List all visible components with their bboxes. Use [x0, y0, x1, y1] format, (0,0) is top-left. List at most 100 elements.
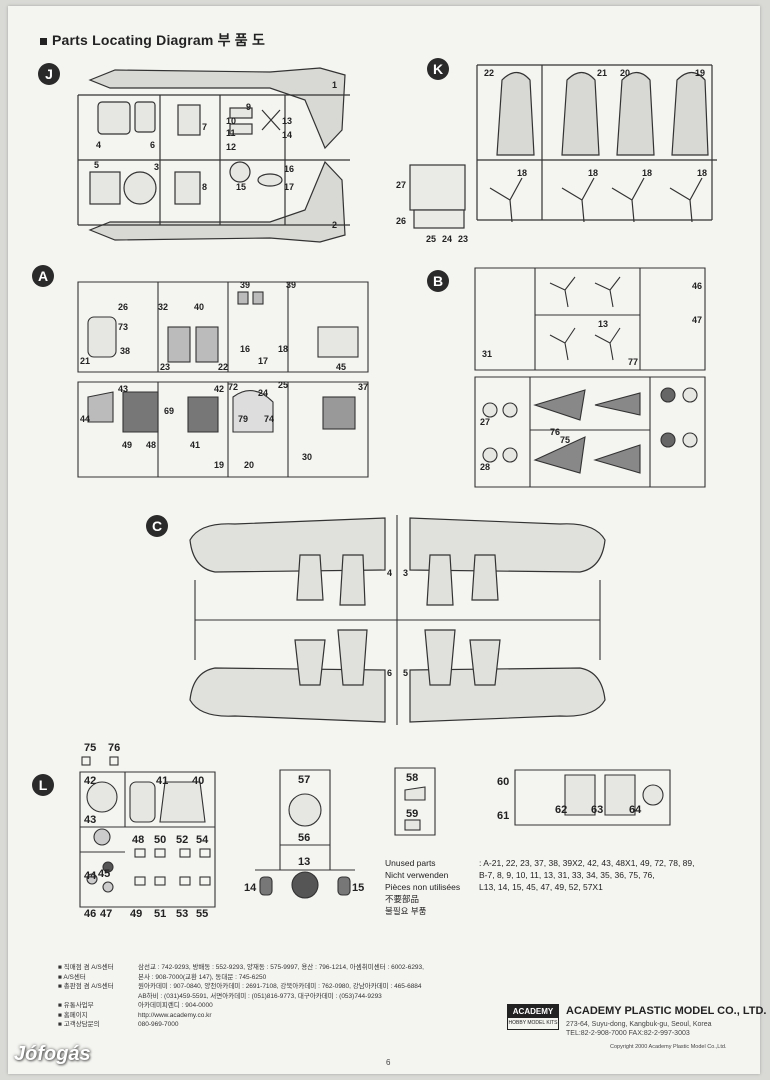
part-label: 22	[218, 362, 228, 372]
part-label: 14	[244, 882, 257, 894]
part-label: 18	[697, 168, 707, 178]
contact-key: ■ 유통사업부	[58, 1002, 94, 1009]
bullet-square-icon	[40, 37, 47, 45]
sprue-l-right-diagram: 60 61 62 63 64	[497, 769, 671, 826]
part-label: 64	[629, 804, 642, 816]
part-label: 9	[246, 102, 251, 112]
section-tag-j: J	[38, 63, 60, 85]
contact-key: ■ 직매점 겸 A/S센터	[58, 964, 114, 971]
part-label: 21	[597, 68, 607, 78]
part-label: 56	[298, 832, 310, 844]
part-label: 16	[240, 344, 250, 354]
section-tag-l: L	[32, 774, 54, 796]
part-label: 47	[100, 908, 112, 920]
part-label: 42	[214, 384, 224, 394]
part-label: 39	[240, 280, 250, 290]
part-label: 6	[387, 668, 392, 678]
part-label: 46	[692, 281, 702, 291]
part-label: 74	[264, 414, 274, 424]
part-label: 16	[284, 164, 294, 174]
part-label: 19	[695, 68, 705, 78]
part-label: 40	[192, 775, 204, 787]
part-label: 27	[396, 180, 406, 190]
contact-value: 삼선교 : 742-9293, 방배동 : 552-9293, 양재동 : 57…	[138, 964, 424, 971]
part-label: 77	[628, 357, 638, 367]
part-label: 44	[84, 870, 97, 882]
part-label: 75	[560, 435, 570, 445]
contact-value: 본사 : 908-7000(교환 147), 동대문 : 745-6250	[138, 973, 267, 981]
part-label: 23	[160, 362, 170, 372]
part-label: 23	[458, 234, 468, 244]
part-label: 24	[258, 388, 268, 398]
part-label: 14	[282, 130, 292, 140]
section-tag-k: K	[427, 58, 449, 80]
contact-value: 080-969-7000	[138, 1021, 179, 1028]
unused-heading-de: Nicht verwenden	[385, 870, 449, 880]
contact-value: 원아카데미 : 907-0840, 양천아카데미 : 2691-7108, 강북…	[138, 983, 422, 990]
part-label: 18	[278, 344, 288, 354]
logo-wordmark: ACADEMY	[508, 1005, 558, 1018]
part-label: 15	[352, 882, 364, 894]
contact-value: http://www.academy.co.kr	[138, 1011, 212, 1019]
part-label: 52	[176, 834, 188, 846]
part-label: 57	[298, 774, 310, 786]
address-line: 273-64, Suyu-dong, Kangbuk-gu, Seoul, Ko…	[566, 1021, 712, 1028]
part-label: 30	[302, 452, 312, 462]
contact-key: ■ 고객상담문의	[58, 1021, 100, 1028]
part-label: 55	[196, 908, 208, 920]
part-label: 54	[196, 834, 209, 846]
part-label: 11	[226, 128, 236, 138]
sprue-b-diagram: 13 31 77 46 47 76 75 27 28	[474, 267, 706, 488]
academy-logo: ACADEMY HOBBY MODEL KITS	[507, 1004, 559, 1030]
contact-key	[58, 992, 138, 1002]
part-label: 6	[150, 140, 155, 150]
part-label: 48	[132, 834, 144, 846]
part-label: 18	[517, 168, 527, 178]
part-label: 72	[228, 382, 238, 392]
part-label: 41	[190, 440, 200, 450]
section-tag-b: B	[427, 270, 449, 292]
part-label: 10	[226, 116, 236, 126]
part-label: 24	[442, 234, 452, 244]
part-label: 18	[588, 168, 598, 178]
part-label: 2	[332, 220, 337, 230]
part-label: 12	[226, 142, 236, 152]
part-label: 79	[238, 414, 248, 424]
part-label: 27	[480, 417, 490, 427]
contact-value: 아카데미피렌디 : 904-0000	[138, 1002, 213, 1009]
part-label: 49	[122, 440, 132, 450]
contact-row: ■ 유통사업부 아카데미피렌디 : 904-0000	[58, 1001, 424, 1011]
part-label: 48	[146, 440, 156, 450]
part-label: 32	[158, 302, 168, 312]
part-label: 31	[482, 349, 492, 359]
part-label: 38	[120, 346, 130, 356]
part-label: 21	[80, 356, 90, 366]
part-label: 49	[130, 908, 142, 920]
part-label: 62	[555, 804, 567, 816]
section-tag-a: A	[32, 265, 54, 287]
part-label: 75	[84, 742, 96, 754]
part-label: 25	[426, 234, 436, 244]
contact-row: AB하비 : (031)459-5591, 서면아카데미 : (051)816-…	[58, 992, 424, 1002]
unused-line-2: B-7, 8, 9, 10, 11, 13, 31, 33, 34, 35, 3…	[479, 870, 655, 880]
company-name: ACADEMY PLASTIC MODEL CO., LTD.	[566, 1005, 767, 1017]
part-label: 40	[194, 302, 204, 312]
copyright-notice: Copyright 2000 Academy Plastic Model Co.…	[610, 1044, 727, 1050]
contact-row: ■ 고객상담문의 080-969-7000	[58, 1020, 424, 1030]
sprue-l-left-diagram: 75 76 42 41 40 43 48 50 52 54 44 45 46 4…	[79, 742, 216, 920]
part-label: 4	[387, 568, 392, 578]
part-label: 76	[550, 427, 560, 437]
part-label: 63	[591, 804, 603, 816]
part-label: 26	[396, 216, 406, 226]
page-title-text: Parts Locating Diagram 부 품 도	[52, 32, 266, 48]
part-label: 58	[406, 772, 418, 784]
contact-key: ■ A/S센터	[58, 973, 86, 981]
contact-row: ■ A/S센터 본사 : 908-7000(교환 147), 동대문 : 745-…	[58, 973, 424, 983]
part-label: 47	[692, 315, 702, 325]
part-label: 46	[84, 908, 96, 920]
part-label: 20	[620, 68, 630, 78]
part-label: 3	[403, 568, 408, 578]
unused-heading-kr: 불필요 부품	[385, 906, 427, 916]
part-label: 50	[154, 834, 166, 846]
